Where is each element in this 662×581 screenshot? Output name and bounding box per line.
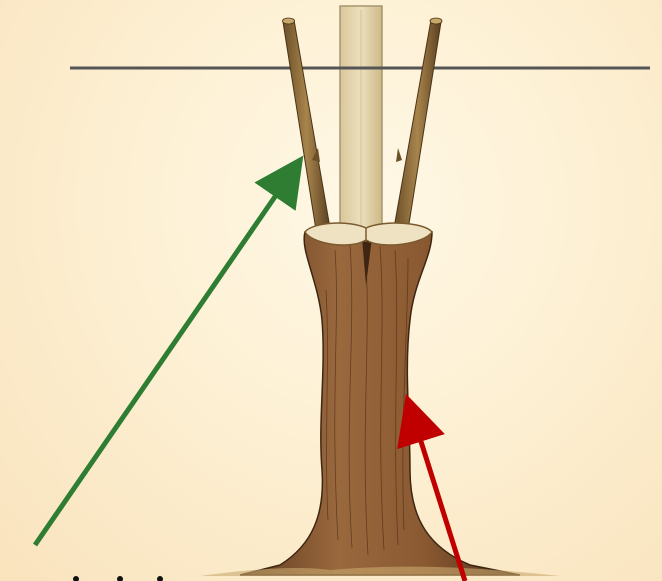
rootstock-trunk — [240, 232, 520, 575]
scion-right — [394, 18, 442, 230]
scion-left — [283, 18, 331, 230]
support-stake — [340, 6, 382, 236]
ground — [200, 567, 560, 576]
cut-surface — [305, 223, 432, 245]
cropped-caption-glyphs — [73, 576, 163, 581]
green-arrow — [35, 172, 292, 545]
